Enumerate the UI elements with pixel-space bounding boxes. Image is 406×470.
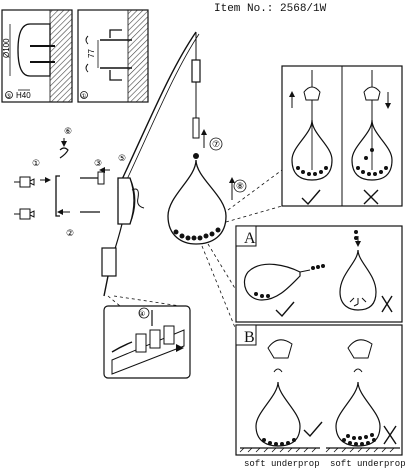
cross-icon — [363, 189, 379, 205]
panel-b-setting-down — [235, 324, 403, 456]
item-number: Item No.: 2568/1W — [214, 3, 327, 15]
step-6-marker: ⑥ — [64, 126, 72, 136]
glass-shade — [167, 159, 227, 245]
hand-icon — [267, 339, 293, 359]
rotate-icon — [353, 368, 363, 373]
hand-icon — [347, 339, 373, 359]
dim-width: H40 — [16, 91, 31, 100]
step-4-marker: ④ — [139, 310, 145, 318]
panel-a-label: A — [244, 230, 256, 247]
panel-a-bead-filling — [235, 225, 403, 323]
check-icon — [303, 421, 323, 438]
wall-canopy — [117, 177, 135, 225]
inset-left-step: ⑤ — [6, 93, 11, 100]
rotate-icon — [273, 368, 283, 373]
inset-switch-wiring — [103, 305, 191, 379]
inset-wall-mount-dimensions — [1, 9, 73, 103]
hand-icon — [303, 86, 321, 101]
inset-right-step: ① — [81, 93, 86, 100]
dim-depth: 77 — [87, 49, 96, 58]
cross-icon — [381, 295, 393, 313]
inset-wall-drilling — [77, 9, 149, 103]
step-5-marker: ⑤ — [118, 153, 126, 163]
step-1-marker: ① — [32, 158, 40, 168]
step-3-marker: ③ — [94, 158, 102, 168]
socket-ring — [193, 153, 199, 159]
panel-bulb-insertion — [281, 65, 403, 207]
caption-soft-underprop-left: soft underprop — [244, 459, 320, 469]
cross-icon — [383, 425, 397, 445]
socket-cover — [191, 59, 201, 83]
dim-diameter: Ø100 — [2, 38, 11, 58]
step-8-marker: ⑧ — [236, 181, 244, 191]
check-icon — [301, 189, 321, 206]
panel-b-label: B — [244, 329, 255, 346]
step-7-marker: ⑦ — [212, 139, 220, 149]
caption-soft-underprop-right: soft underprop — [330, 459, 406, 469]
rotate-icon — [59, 147, 69, 159]
hand-icon — [363, 86, 381, 101]
cable-switch — [101, 247, 117, 277]
fixing-screws — [14, 138, 110, 220]
step-2-marker: ② — [66, 228, 74, 238]
lamp-arm — [117, 31, 197, 189]
check-icon — [275, 301, 295, 318]
glass-beads — [173, 227, 221, 241]
